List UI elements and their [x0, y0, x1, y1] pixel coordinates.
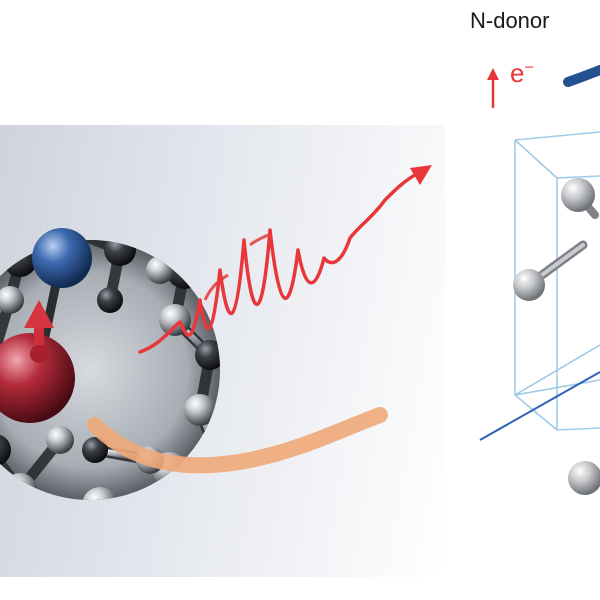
electron-arrow-icon [487, 68, 499, 108]
electron-label: e− [510, 58, 534, 89]
lattice-atom [561, 178, 595, 212]
n-donor-label: N-donor [470, 8, 550, 33]
electron-charge: − [524, 59, 534, 77]
red-atom [0, 333, 75, 423]
orange-path [87, 407, 388, 474]
lattice-atom [568, 461, 600, 495]
blue-line [479, 371, 600, 441]
navy-arc [563, 65, 600, 87]
blue-atom [32, 228, 92, 288]
photon-wave-arrow-icon [138, 165, 432, 354]
lattice-atom [513, 269, 545, 301]
electron-symbol: e [510, 58, 525, 88]
spin-arrow-icon [24, 300, 54, 363]
crystal-lattice [479, 131, 600, 495]
